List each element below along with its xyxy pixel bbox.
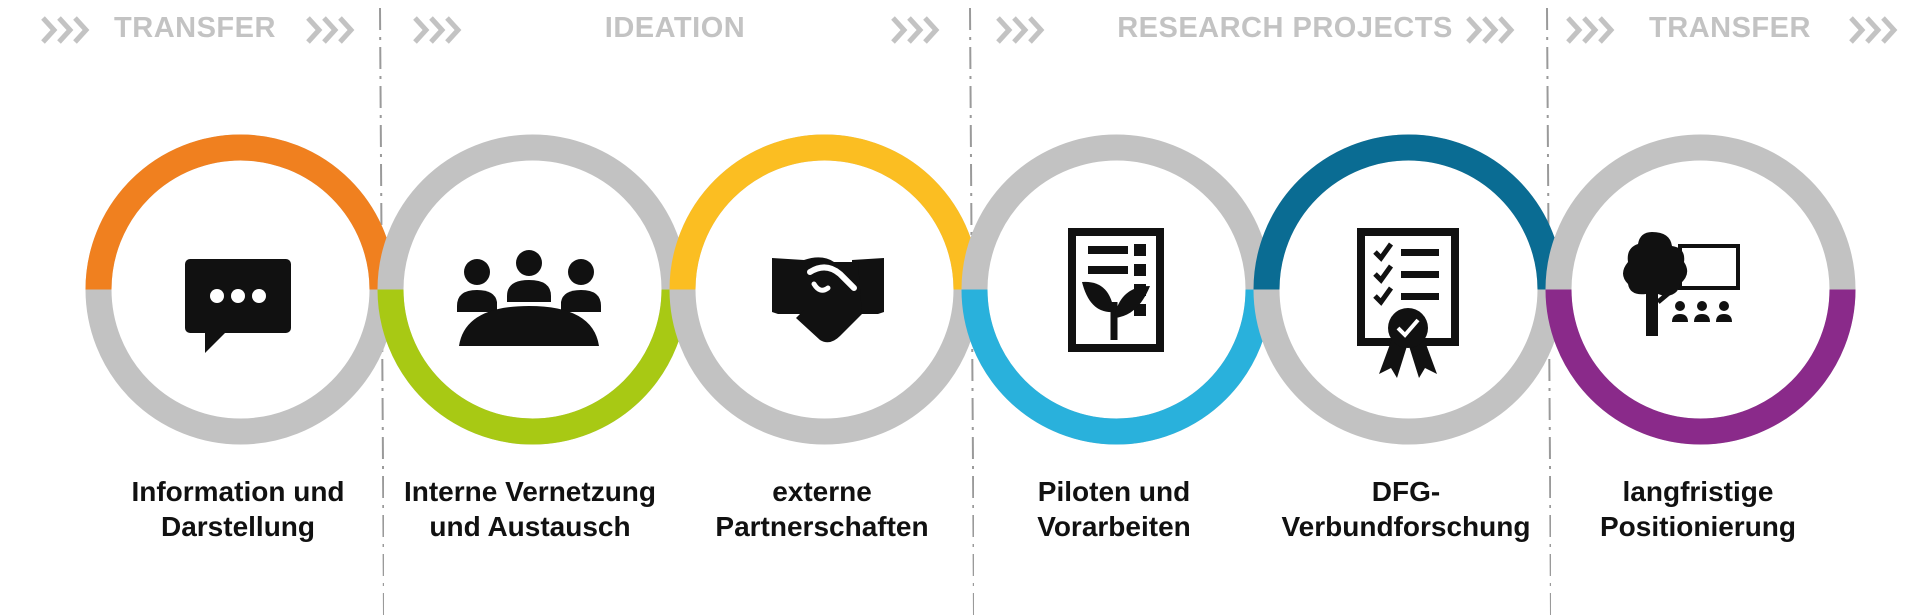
step-label-line: Darstellung xyxy=(160,511,316,542)
ring-accent-arc xyxy=(377,289,688,445)
speech-bubble-icon xyxy=(185,259,291,353)
chevrons-icon xyxy=(996,16,1045,44)
phase-title-transfer-2: TRANSFER xyxy=(1649,12,1811,44)
chevrons-icon xyxy=(891,16,940,44)
chevrons-icon xyxy=(41,16,90,44)
chevrons-icon xyxy=(413,16,462,44)
step-label-information: Information und Darstellung xyxy=(88,474,388,544)
step-label-line: und Austausch xyxy=(429,511,631,542)
chevrons-icon xyxy=(1849,16,1898,44)
meeting-table-icon xyxy=(457,250,601,346)
step-label-line: langfristige xyxy=(1622,476,1774,507)
phase-title-ideation: IDEATION xyxy=(604,12,746,44)
ring-accent-arc xyxy=(669,134,980,290)
plant-checklist-icon xyxy=(1068,228,1164,352)
step-label-line: externe xyxy=(772,476,872,507)
chevrons-icon xyxy=(306,16,355,44)
step-label-line: Piloten und xyxy=(1037,476,1191,507)
phase-title-transfer-1: TRANSFER xyxy=(114,12,276,44)
step-label-line: Positionierung xyxy=(1600,511,1796,542)
ring-step-5 xyxy=(1246,127,1571,452)
ring-accent-arc xyxy=(85,134,396,290)
step-label-langfristige-positionierung: langfristige Positionierung xyxy=(1548,474,1848,544)
step-label-line: Interne Vernetzung xyxy=(403,476,657,507)
step-label-piloten: Piloten und Vorarbeiten xyxy=(964,474,1264,544)
step-label-dfg-verbundforschung: DFG- Verbundforschung xyxy=(1256,474,1556,544)
step-label-line: Vorarbeiten xyxy=(1037,511,1191,542)
chevrons-icon xyxy=(1466,16,1515,44)
certificate-checklist-icon xyxy=(1357,228,1459,378)
ring-step-4 xyxy=(954,127,1279,452)
ring-accent-arc xyxy=(961,289,1272,445)
step-label-interne-vernetzung: Interne Vernetzung und Austausch xyxy=(380,474,680,544)
ring-accent-arc xyxy=(1253,134,1564,290)
step-label-line: Partnerschaften xyxy=(715,511,929,542)
chevrons-icon xyxy=(1566,16,1615,44)
tree-presentation-icon xyxy=(1623,232,1740,336)
step-label-line: DFG- xyxy=(1371,476,1441,507)
step-label-externe-partnerschaften: externe Partnerschaften xyxy=(672,474,972,544)
handshake-icon xyxy=(772,257,884,343)
phase-title-research-projects: RESEARCH PROJECTS xyxy=(1117,12,1453,44)
ring-accent-arc xyxy=(1545,289,1856,445)
step-label-line: Information und xyxy=(131,476,345,507)
step-label-line: Verbundforschung xyxy=(1281,511,1531,542)
